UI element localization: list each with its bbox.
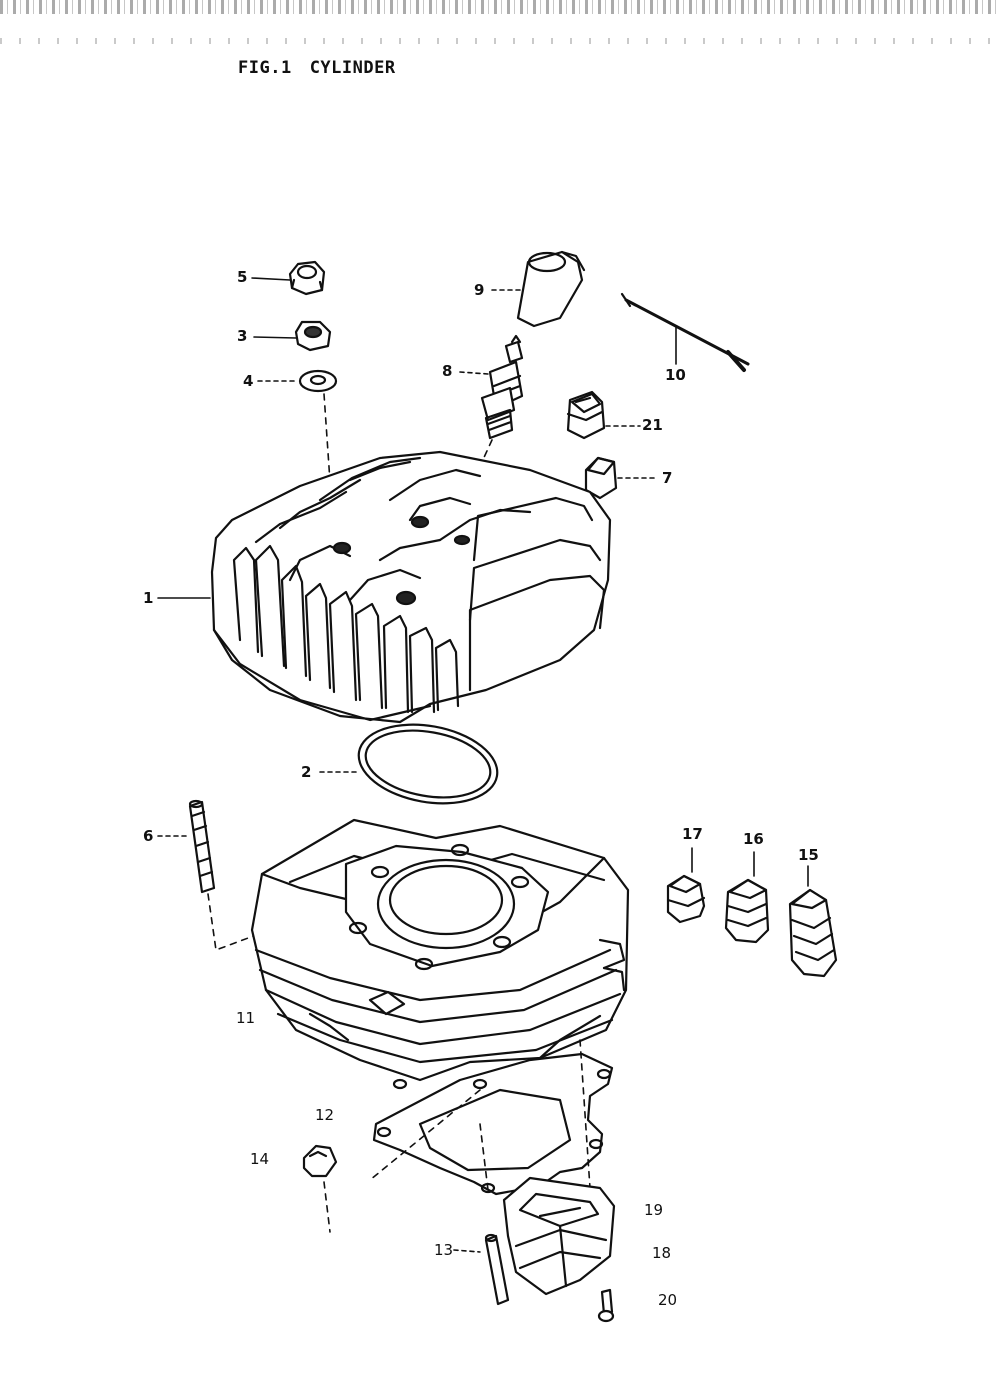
callout-15: 15 [798, 846, 819, 864]
part-4-washer [298, 369, 338, 393]
callout-20: 20 [658, 1291, 678, 1309]
callout-8: 8 [442, 362, 453, 380]
callout-5: 5 [237, 268, 248, 286]
guide-line-gasket [479, 1123, 489, 1191]
part-17-damper [666, 874, 706, 924]
part-9-plug-cap [516, 250, 586, 328]
part-2-head-gasket [357, 723, 499, 805]
part-20-screw [597, 1288, 615, 1323]
part-8-spark-plug [480, 334, 524, 440]
callout-17: 17 [682, 825, 703, 843]
callout-18: 18 [652, 1244, 672, 1262]
part-6-stud [188, 799, 216, 894]
callout-7: 7 [662, 469, 673, 487]
callout-3: 3 [237, 327, 248, 345]
part-14-plug [302, 1144, 338, 1178]
part-21-damper [566, 390, 606, 440]
cylinder-base-gasket [372, 1052, 614, 1196]
callout-1: 1 [143, 589, 154, 607]
part-1-cylinder-head [210, 450, 612, 724]
scan-noise-top [0, 0, 1000, 14]
callout-19: 19 [644, 1201, 664, 1219]
part-16-damper [724, 878, 770, 944]
scan-noise-line [0, 38, 1000, 44]
guide-line-base [369, 1089, 481, 1181]
callout-4: 4 [243, 372, 254, 390]
part-10-stud-bolt [620, 292, 750, 372]
callout-10: 10 [665, 366, 686, 384]
callout-6: 6 [143, 827, 154, 845]
callout-13: 13 [434, 1241, 454, 1259]
callout-11: 11 [236, 1009, 256, 1027]
part-3-nut [294, 320, 332, 352]
part-5-cap-nut [288, 260, 326, 296]
guide-line-reed [579, 1039, 591, 1189]
callout-16: 16 [743, 830, 764, 848]
part-13-pin [484, 1233, 510, 1306]
callout-21: 21 [642, 416, 663, 434]
part-11-cylinder [250, 818, 630, 1090]
figure-name: CYLINDER [309, 58, 396, 78]
guide-line-plug [323, 1181, 331, 1233]
callout-9: 9 [474, 281, 485, 299]
callout-14: 14 [250, 1150, 270, 1168]
callout-12: 12 [315, 1106, 335, 1124]
part-18-reed-valve [502, 1176, 616, 1296]
leader-lines [157, 277, 809, 1253]
figure-number: FIG.1 [238, 58, 292, 78]
figure-title: FIG.1 CYLINDER [238, 58, 414, 78]
callout-2: 2 [301, 763, 312, 781]
part-15-damper [788, 888, 838, 978]
